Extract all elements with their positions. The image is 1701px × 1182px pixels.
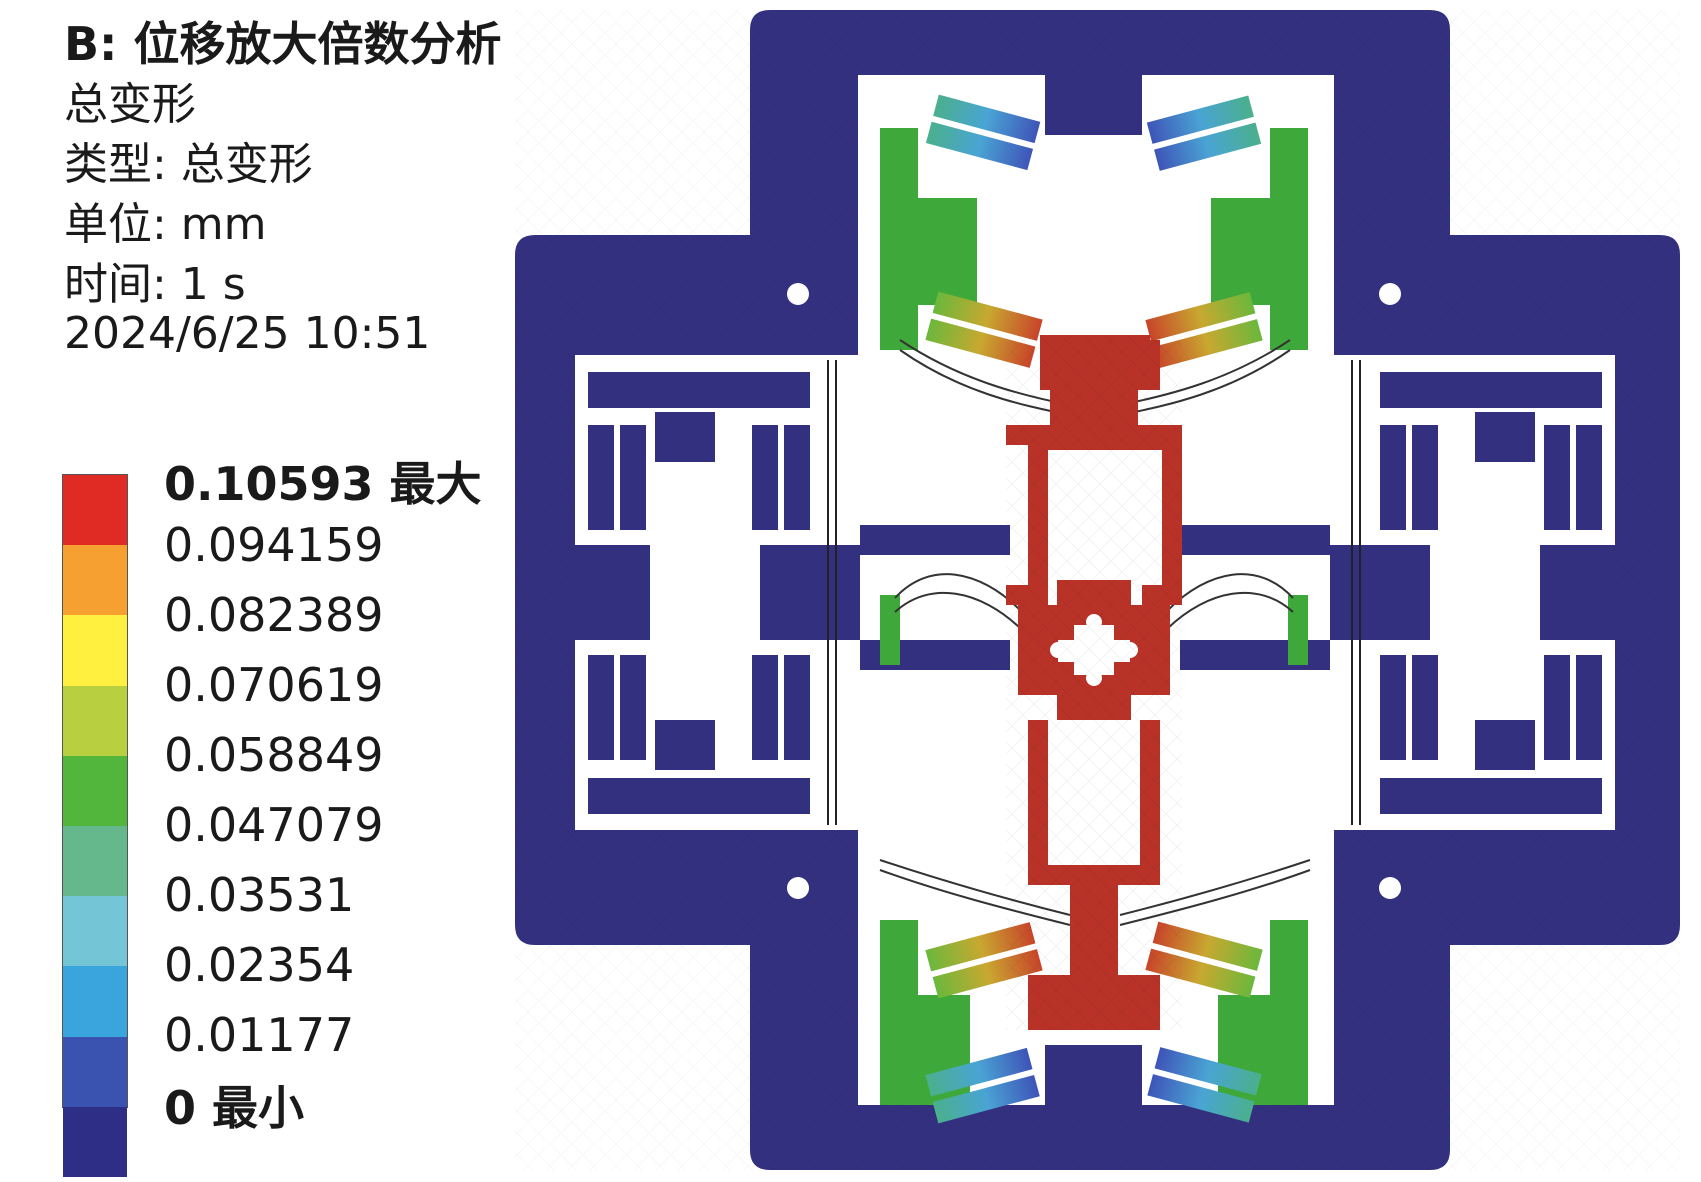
flexure-wire bbox=[1167, 591, 1294, 629]
left-stage-center bbox=[575, 545, 650, 640]
right-stage-beam bbox=[1412, 655, 1438, 760]
right-stage-beam bbox=[1412, 425, 1438, 530]
right-stage-bar bbox=[1380, 778, 1602, 814]
legend-label: 0.03531 bbox=[164, 868, 355, 922]
top-anchor bbox=[1045, 75, 1142, 1105]
left-stage-block bbox=[655, 720, 715, 770]
legend-label-min: 0 最小 bbox=[164, 1081, 305, 1135]
beam-blue-bottom-left bbox=[932, 1074, 1040, 1124]
left-stage-bar bbox=[588, 778, 810, 814]
left-flexure-stage bbox=[575, 372, 1010, 814]
side-lever-right bbox=[1288, 595, 1308, 665]
left-stage-center bbox=[760, 545, 860, 640]
legend-swatch bbox=[63, 545, 127, 616]
fem-model-view bbox=[515, 10, 1680, 1170]
legend-swatch bbox=[63, 825, 127, 897]
beam-blue-top-left bbox=[925, 121, 1034, 171]
flexure-wire bbox=[894, 591, 1021, 629]
legend-label: 0.082389 bbox=[164, 588, 384, 642]
left-stage-block bbox=[655, 412, 715, 462]
left-stage-beam bbox=[784, 425, 810, 530]
legend-swatch bbox=[63, 1106, 127, 1177]
side-beams bbox=[827, 360, 1361, 825]
right-stage-center bbox=[1330, 545, 1430, 640]
result-type: 类型: 总变形 bbox=[64, 139, 313, 190]
side-lever-left bbox=[880, 595, 900, 665]
left-stage-beam bbox=[752, 425, 778, 530]
legend-swatch bbox=[63, 1036, 127, 1107]
left-stage-beam bbox=[752, 655, 778, 760]
right-stage-block bbox=[1475, 720, 1535, 770]
flexure-wire bbox=[894, 573, 1021, 611]
legend-swatch bbox=[63, 896, 127, 967]
lever-arm-bottom-right bbox=[1218, 920, 1308, 1105]
left-stage-beam bbox=[784, 655, 810, 760]
right-stage-block bbox=[1475, 412, 1535, 462]
legend-label: 0.058849 bbox=[164, 728, 384, 782]
left-stage-bar bbox=[588, 372, 810, 408]
result-title: B: 位移放大倍数分析 bbox=[64, 17, 502, 71]
legend-label-max: 0.10593 最大 bbox=[164, 457, 482, 511]
flexure-wire bbox=[1167, 573, 1294, 611]
left-stage-beam bbox=[588, 655, 614, 760]
color-legend-bar bbox=[62, 474, 128, 1177]
mounting-hole bbox=[1379, 877, 1401, 899]
legend-label: 0.047079 bbox=[164, 798, 384, 852]
right-stage-beam bbox=[1544, 425, 1570, 530]
legend-swatch bbox=[63, 475, 127, 546]
result-unit: 单位: mm bbox=[64, 199, 267, 250]
beam-blue-bottom-right bbox=[1147, 1074, 1255, 1123]
beam-blue-top-left bbox=[933, 94, 1041, 144]
beam-blue-bottom-right bbox=[1154, 1047, 1262, 1096]
right-stage-connector bbox=[1180, 525, 1330, 555]
legend-label: 0.094159 bbox=[164, 518, 384, 572]
legend-swatch bbox=[63, 615, 127, 686]
beam-blue-top-right bbox=[1154, 122, 1262, 171]
green-lever-arms bbox=[880, 128, 1308, 1105]
right-stage-beam bbox=[1576, 655, 1602, 760]
mounting-hole bbox=[787, 283, 809, 305]
legend-label: 0.01177 bbox=[164, 1008, 355, 1062]
right-flexure-stage bbox=[1180, 372, 1615, 814]
lever-arm-top-right bbox=[1211, 128, 1308, 350]
right-stage-bar bbox=[1380, 372, 1602, 408]
lever-arm-bottom-left bbox=[880, 920, 970, 1105]
result-time: 时间: 1 s bbox=[64, 259, 246, 310]
left-stage-beam bbox=[620, 425, 646, 530]
beam-grad-top-right bbox=[1145, 292, 1256, 342]
mounting-hole bbox=[787, 877, 809, 899]
legend-label: 0.070619 bbox=[164, 658, 384, 712]
result-timestamp: 2024/6/25 10:51 bbox=[64, 308, 431, 359]
legend-swatch bbox=[63, 685, 127, 756]
legend-swatch bbox=[63, 966, 127, 1037]
right-stage-center bbox=[1540, 545, 1615, 640]
legend-label: 0.02354 bbox=[164, 938, 355, 992]
left-stage-beam bbox=[588, 425, 614, 530]
beam-blue-bottom-left bbox=[925, 1047, 1033, 1097]
left-stage-connector bbox=[860, 525, 1010, 555]
red-central-stage bbox=[1006, 335, 1182, 1030]
mounting-holes bbox=[787, 283, 1401, 899]
red-mesh-overlay bbox=[1006, 335, 1182, 1030]
result-name: 总变形 bbox=[64, 79, 196, 130]
right-stage-beam bbox=[1576, 425, 1602, 530]
right-stage-beam bbox=[1544, 655, 1570, 760]
left-stage-beam bbox=[620, 655, 646, 760]
legend-swatch bbox=[63, 755, 127, 826]
beam-blue-top-right bbox=[1146, 95, 1254, 144]
beam-grad-top-left bbox=[932, 291, 1043, 341]
right-stage-beam bbox=[1380, 655, 1406, 760]
right-stage-beam bbox=[1380, 425, 1406, 530]
mounting-hole bbox=[1379, 283, 1401, 305]
lever-arm-top-left bbox=[880, 128, 977, 350]
top-anchor-block bbox=[1045, 75, 1142, 135]
bottom-anchor-block bbox=[1045, 1045, 1142, 1105]
